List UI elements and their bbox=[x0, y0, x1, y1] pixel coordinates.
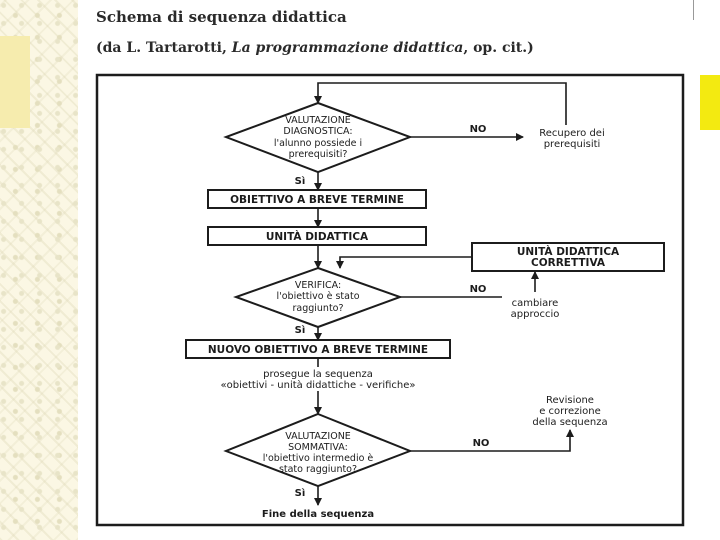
page-title: Schema di sequenza didattica bbox=[96, 8, 347, 26]
si-label-3: Sì bbox=[295, 487, 306, 499]
decision-valutazione-sommativa bbox=[223, 412, 413, 488]
sommativa-line-1: VALUTAZIONE bbox=[285, 431, 351, 442]
cambiare-line-1: cambiare bbox=[512, 298, 559, 309]
si-label-1: Sì bbox=[295, 175, 306, 187]
decorative-right-band bbox=[700, 75, 720, 130]
cambiare-line-2: approccio bbox=[511, 309, 560, 320]
nuovo-obiettivo-text: NUOVO OBIETTIVO A BREVE TERMINE bbox=[208, 344, 428, 356]
si-label-2: Sì bbox=[295, 324, 306, 336]
diagnostica-line-2: DIAGNOSTICA: bbox=[283, 126, 352, 137]
diagnostica-line-4: prerequisiti? bbox=[289, 149, 348, 160]
diagram-frame bbox=[95, 73, 685, 527]
diagnostica-line-1: VALUTAZIONE bbox=[285, 115, 351, 126]
recupero-line-1: Recupero dei bbox=[539, 128, 604, 139]
prosegue-line-2: «obiettivi - unità didattiche - verifich… bbox=[220, 379, 415, 391]
verifica-line-1: VERIFICA: bbox=[295, 280, 341, 291]
no-label-3: NO bbox=[473, 438, 490, 449]
scan-edge-mark bbox=[693, 0, 694, 20]
correttiva-line-1: UNITÀ DIDATTICA bbox=[517, 245, 620, 258]
correttiva-line-2: CORRETTIVA bbox=[531, 257, 606, 269]
revisione-line-2: e correzione bbox=[539, 406, 601, 417]
prosegue-line-1: prosegue la sequenza bbox=[263, 369, 373, 380]
recupero-line-2: prerequisiti bbox=[544, 139, 601, 150]
sommativa-line-3: l'obiettivo intermedio è bbox=[263, 453, 374, 464]
arrow-revisione bbox=[470, 429, 574, 452]
box-unita-correttiva bbox=[471, 242, 665, 272]
subtitle-suffix: , op. cit.) bbox=[463, 40, 534, 56]
diagnostica-line-3: l'alunno possiede i bbox=[274, 138, 362, 149]
unita-didattica-text: UNITÀ DIDATTICA bbox=[266, 230, 369, 243]
subtitle-book-title: La programmazione didattica bbox=[231, 40, 464, 56]
revisione-line-3: della sequenza bbox=[532, 417, 607, 428]
box-obiettivo-breve bbox=[207, 189, 427, 209]
verifica-line-3: raggiunto? bbox=[292, 303, 343, 314]
revisione-line-1: Revisione bbox=[546, 395, 594, 406]
decorative-left-band bbox=[0, 36, 30, 128]
page-subtitle: (da L. Tartarotti, La programmazione did… bbox=[96, 40, 534, 56]
decision-verifica bbox=[233, 266, 403, 329]
fine-sequenza-text: Fine della sequenza bbox=[262, 509, 374, 520]
no-label-2: NO bbox=[470, 284, 487, 295]
subtitle-prefix: (da L. Tartarotti, bbox=[96, 40, 232, 56]
obiettivo-breve-text: OBIETTIVO A BREVE TERMINE bbox=[230, 194, 404, 206]
no-label-1: NO bbox=[470, 124, 487, 135]
decision-valutazione-diagnostica bbox=[223, 101, 413, 174]
arrow-correttiva-verifica bbox=[336, 256, 472, 269]
box-nuovo-obiettivo bbox=[185, 339, 451, 359]
sommativa-line-4: stato raggiunto? bbox=[279, 464, 357, 475]
box-unita-didattica bbox=[207, 226, 427, 246]
sommativa-line-2: SOMMATIVA: bbox=[288, 442, 348, 453]
arrow-recupero-loop bbox=[314, 82, 567, 125]
verifica-line-2: l'obiettivo è stato bbox=[276, 291, 359, 302]
